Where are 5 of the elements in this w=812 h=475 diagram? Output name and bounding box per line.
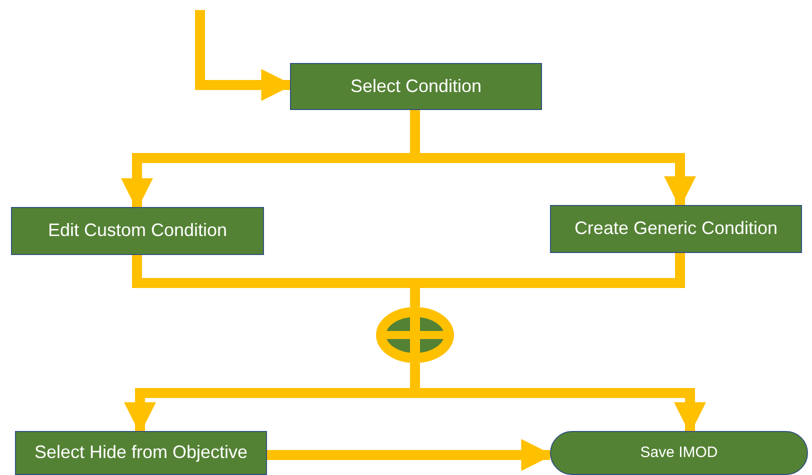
process-box: Select Hide from Objective bbox=[15, 431, 267, 475]
terminal-shape: Save IMOD bbox=[550, 431, 808, 475]
process-box: Edit Custom Condition bbox=[11, 207, 264, 255]
process-box: Select Condition bbox=[290, 63, 542, 110]
process-box: Create Generic Condition bbox=[550, 205, 802, 253]
